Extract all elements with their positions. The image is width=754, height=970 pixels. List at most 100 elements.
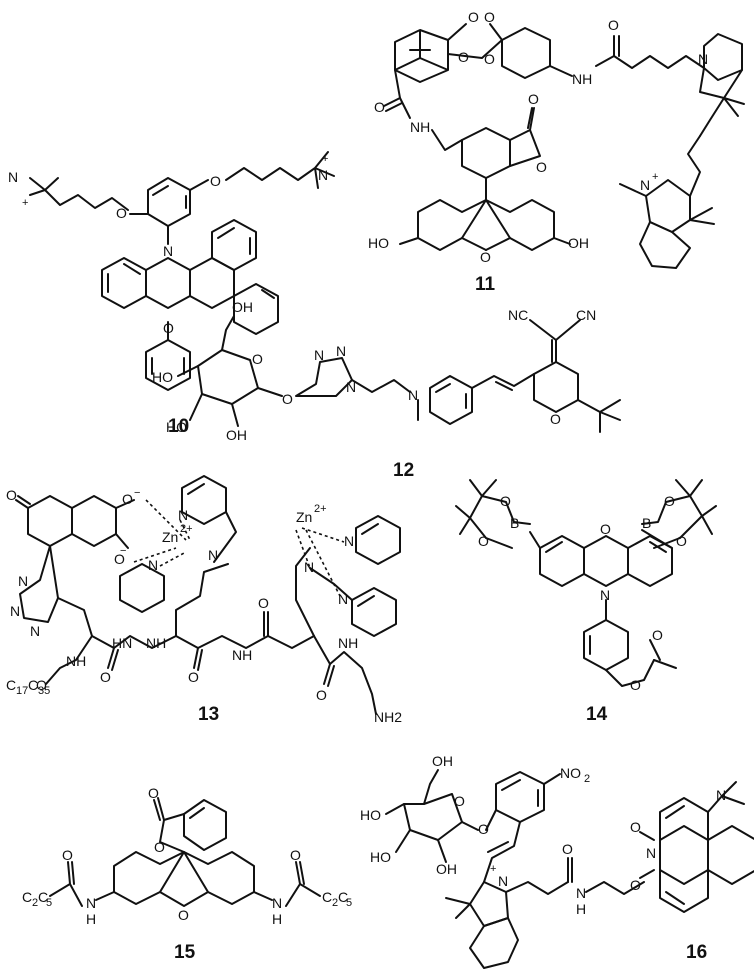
atom-label: N <box>408 387 418 403</box>
atom-label: N <box>698 51 708 67</box>
charge-label: − <box>134 487 140 499</box>
compound-10-structure <box>29 151 335 391</box>
atom-label: O <box>630 677 641 693</box>
atom-label: O <box>536 159 547 175</box>
atom-label: N <box>10 603 20 619</box>
compound-16-structure <box>385 769 754 969</box>
charge-label: + <box>490 863 496 875</box>
atom-label: OH <box>232 299 253 315</box>
atom-label: O <box>188 669 199 685</box>
atom-label: O <box>528 91 539 107</box>
atom-label: N <box>346 379 356 395</box>
atom-label: N <box>344 533 354 549</box>
atom-label: O <box>148 785 159 801</box>
atom-label: O <box>258 595 269 611</box>
atom-label: C <box>6 677 16 693</box>
atom-label: N <box>640 177 650 193</box>
charge-label: − <box>120 545 126 557</box>
atom-label: HO <box>370 849 391 865</box>
atom-label: O <box>114 551 125 567</box>
atom-label: OH <box>436 861 457 877</box>
atom-label: O <box>664 493 675 509</box>
atom-label: O <box>316 687 327 703</box>
atom-label: O <box>163 320 174 336</box>
subscript: 35 <box>38 685 50 697</box>
atom-label: O <box>374 99 385 115</box>
atom-label: H <box>272 911 282 927</box>
compound-13-structure <box>15 475 401 715</box>
atom-label: NH <box>410 119 430 135</box>
atom-label: O <box>468 9 479 25</box>
atom-label: O <box>6 487 17 503</box>
atom-label: C <box>38 889 48 905</box>
compound-label-16: 16 <box>686 942 707 963</box>
compound-label-10: 10 <box>168 416 189 437</box>
charge-label: + <box>22 197 28 209</box>
atom-label: Zn <box>296 509 312 525</box>
atom-label: O <box>62 847 73 863</box>
atom-label: NH <box>66 653 86 669</box>
atom-label: O <box>116 205 127 221</box>
atom-label: O <box>600 521 611 537</box>
atom-label: N <box>18 573 28 589</box>
atom-label: O <box>122 491 133 507</box>
atom-label: NH2 <box>374 709 402 725</box>
atom-label: C <box>28 677 38 693</box>
subscript: 5 <box>46 897 52 909</box>
atom-label: N <box>304 559 314 575</box>
charge-label: + <box>652 171 658 183</box>
compound-label-12: 12 <box>393 460 414 481</box>
atom-label: H <box>86 911 96 927</box>
atom-label: NH <box>146 635 166 651</box>
atom-label: O <box>562 841 573 857</box>
atom-label: N <box>178 507 188 523</box>
subscript: 5 <box>346 897 352 909</box>
atom-label: O <box>484 9 495 25</box>
atom-label: N <box>498 873 508 889</box>
subscript: 2 <box>584 773 590 785</box>
atom-label: O <box>484 51 495 67</box>
atom-label: HN <box>112 635 132 651</box>
atom-label: O <box>676 533 687 549</box>
compound-label-14: 14 <box>586 704 608 725</box>
atom-label: N <box>600 587 610 603</box>
atom-label: O <box>210 173 221 189</box>
atom-label: O <box>550 411 561 427</box>
atom-label: O <box>478 533 489 549</box>
subscript: 2 <box>32 897 38 909</box>
atom-label: O <box>478 821 489 837</box>
atom-label: N <box>646 845 656 861</box>
atom-label: N <box>86 895 96 911</box>
atom-label: Zn <box>162 529 178 545</box>
compound-15-structure <box>49 797 321 907</box>
compound-label-11: 11 <box>475 274 496 295</box>
atom-label: N <box>30 623 40 639</box>
atom-label: O <box>500 493 511 509</box>
atom-label: O <box>100 669 111 685</box>
atom-label: O <box>154 839 165 855</box>
atom-label: O <box>290 847 301 863</box>
subscript: 17 <box>16 685 28 697</box>
atom-label: O <box>282 391 293 407</box>
atom-label: CN <box>576 307 596 323</box>
charge-label: + <box>322 153 328 165</box>
charge-label: 2+ <box>180 523 193 535</box>
compound-11-structure <box>383 23 745 269</box>
compound-14-structure <box>455 479 717 687</box>
atom-label: N <box>318 167 328 183</box>
atom-label: O <box>252 351 263 367</box>
atom-label: C <box>22 889 32 905</box>
atom-label: OH <box>432 753 453 769</box>
atom-label: O <box>454 793 465 809</box>
atom-label: O <box>652 627 663 643</box>
atom-label: N <box>716 787 726 803</box>
atom-label: N <box>576 885 586 901</box>
atom-label: N <box>314 347 324 363</box>
atom-label: N <box>163 243 173 259</box>
atom-label: O <box>608 17 619 33</box>
atom-label: OH <box>226 427 247 443</box>
atom-label: NC <box>508 307 528 323</box>
charge-label: 2+ <box>314 503 327 515</box>
atom-label: O <box>630 877 641 893</box>
